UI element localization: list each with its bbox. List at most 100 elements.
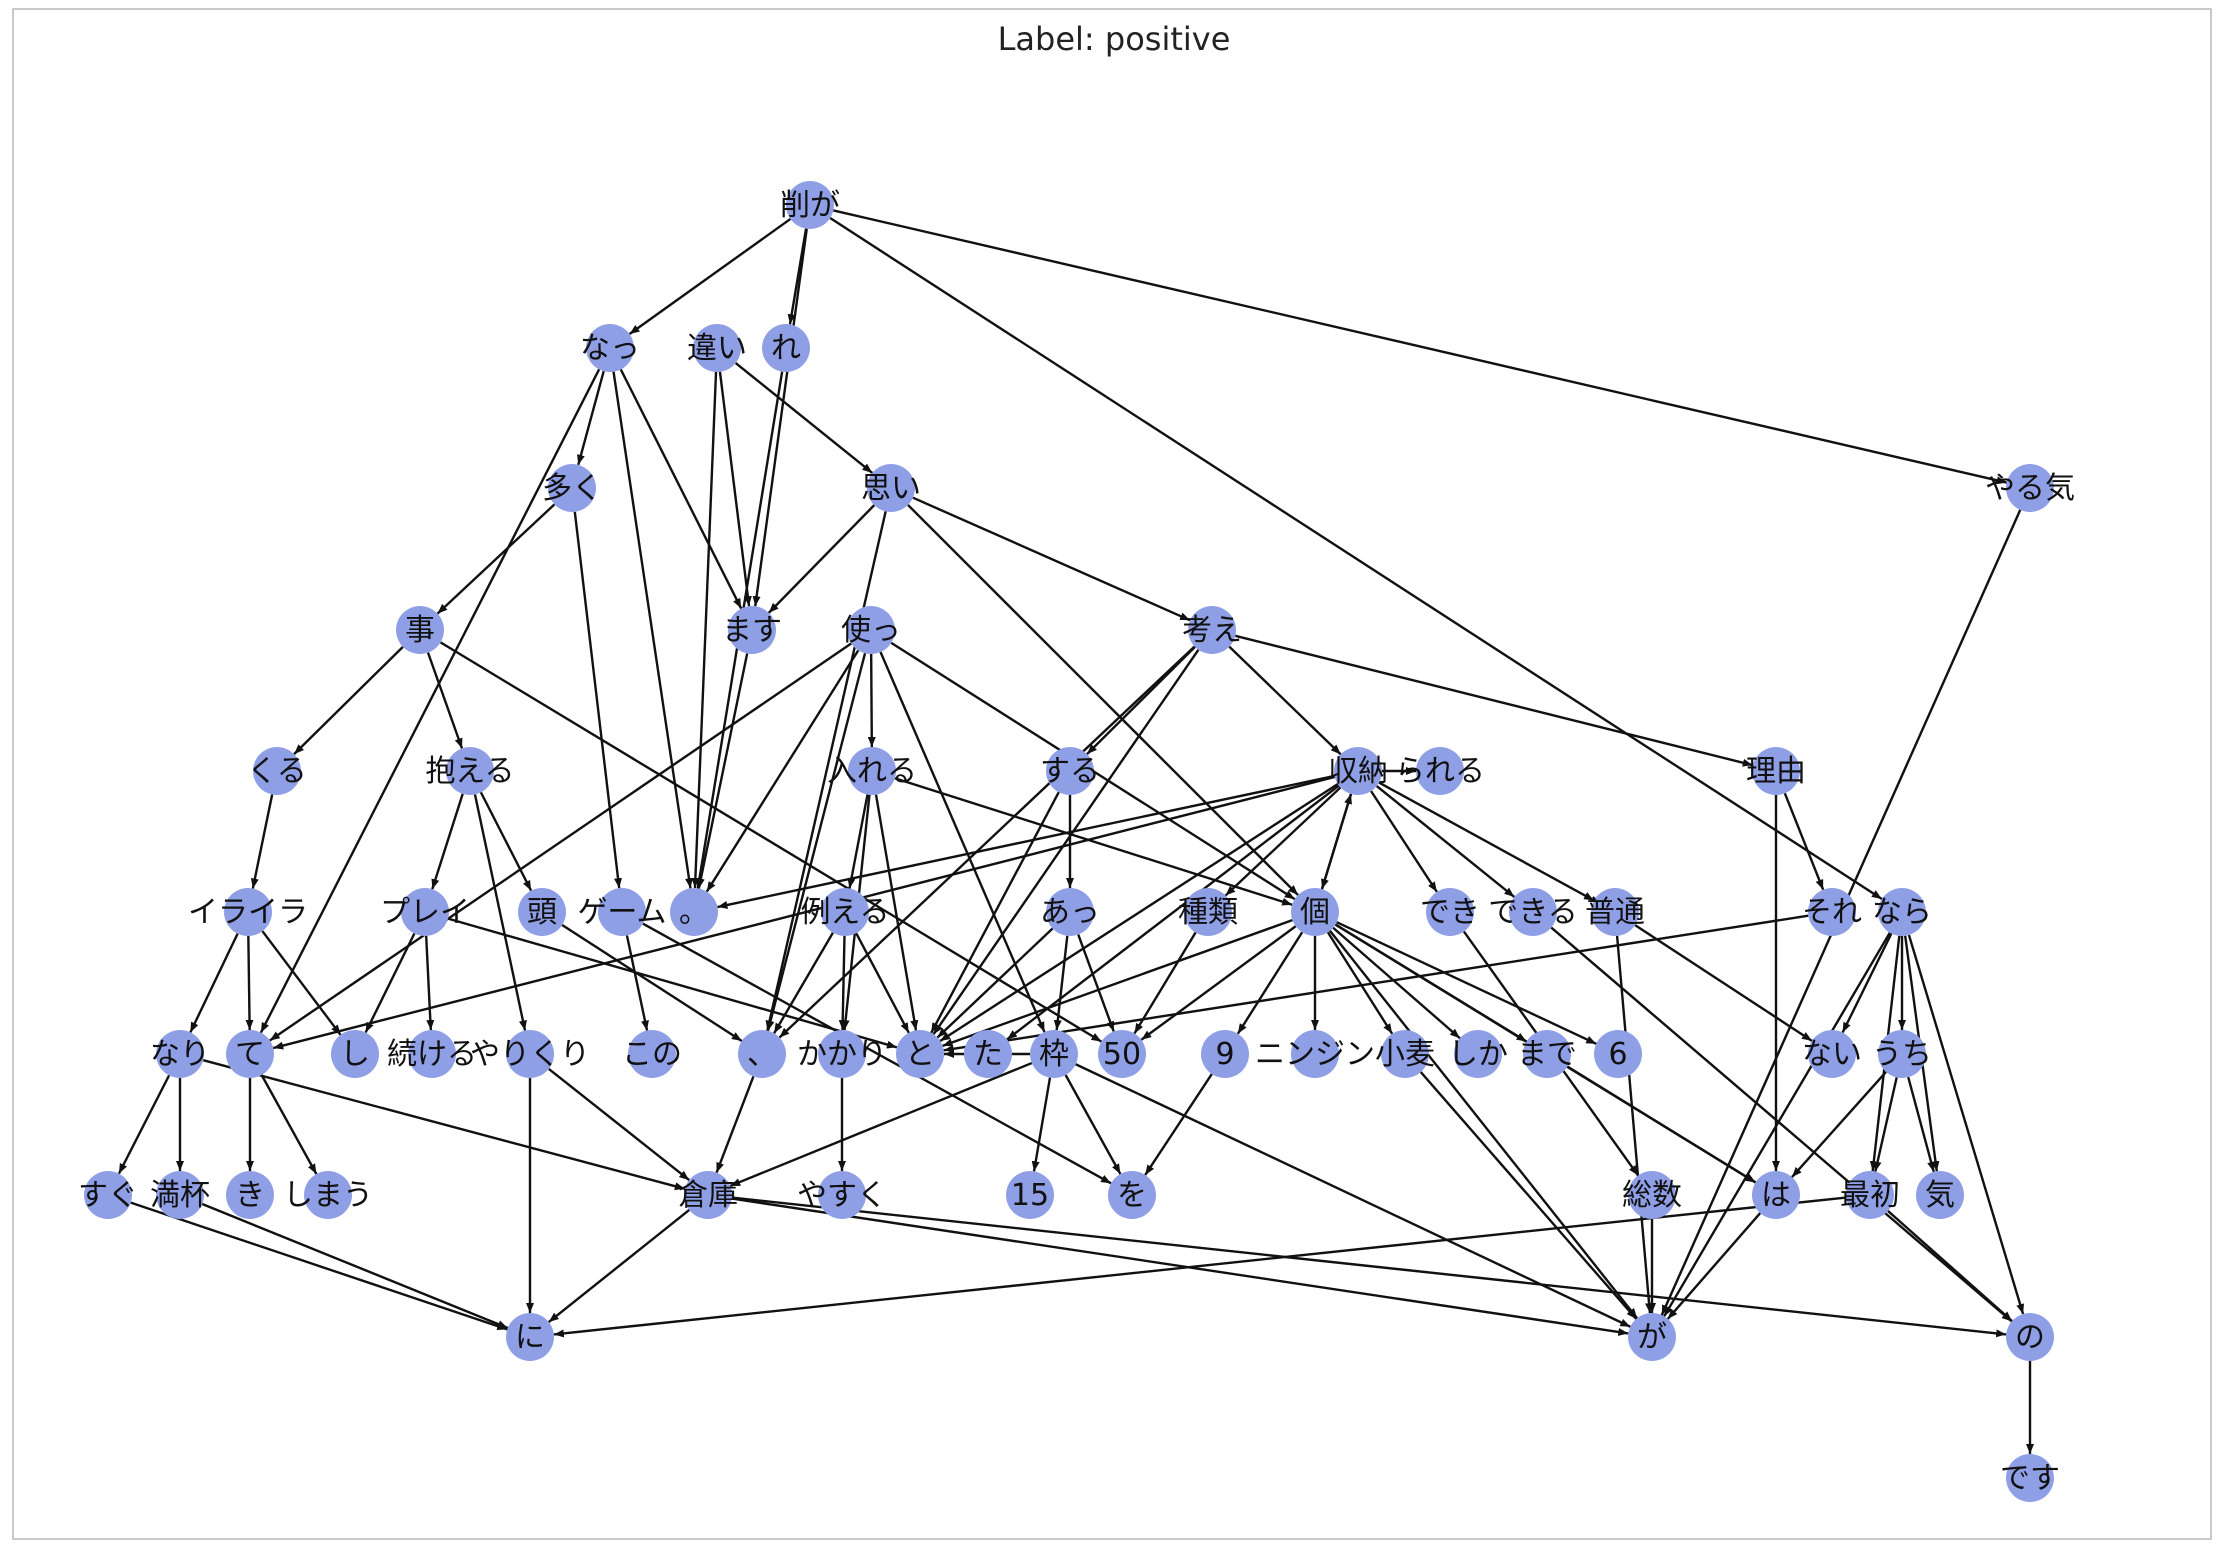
node-label-sugu: すぐ [78, 1178, 138, 1213]
node-label-shuno: 収納 [1328, 754, 1388, 789]
node-deki [1426, 888, 1474, 936]
edge-koto-to-kakaeru [426, 652, 464, 749]
node-label-kono: この [622, 1037, 682, 1072]
edge-iraira-to-shi [261, 930, 342, 1036]
edge-ko-to-9 [1236, 931, 1304, 1035]
node-sore [1808, 888, 1856, 936]
edge-riyu-to-sore [1783, 792, 1825, 891]
edge-shuno-to-deki [1370, 790, 1438, 893]
node-label-komugi: 小麦 [1375, 1037, 1435, 1072]
node-te [226, 1030, 274, 1078]
edge-masu-to-maru [696, 653, 749, 889]
node-shi [331, 1030, 379, 1078]
edge-kangae-to-riyu [1234, 634, 1754, 767]
node-label-atama: 頭 [527, 895, 557, 930]
edge-omoi-to-kangae [912, 496, 1191, 622]
node-label-manpai: 満杯 [150, 1178, 210, 1213]
node-label-shurui: 種類 [1178, 895, 1238, 930]
node-nai [1808, 1030, 1856, 1078]
node-kezu [786, 181, 834, 229]
edge-tsukatt-to-te [269, 642, 852, 1042]
edge-kezu-to-natt [628, 217, 792, 336]
node-kuru [253, 747, 301, 795]
edge-shurui-to-50 [1133, 931, 1197, 1035]
edge-yarikuri-to-soko [548, 1067, 690, 1182]
node-label-sore: それ [1802, 895, 1862, 930]
node-label-ireru: 入れる [827, 754, 917, 789]
edge-kuru-to-iraira [250, 794, 274, 889]
node-label-kakari: かかり [797, 1037, 887, 1072]
edge-att-to-50 [1077, 934, 1115, 1032]
node-ireru [848, 747, 896, 795]
node-label-dekiru: できる [1488, 895, 1577, 930]
edge-kakaeru-to-yarikuri [473, 794, 527, 1031]
edge-komugi-to-ga [1419, 1071, 1638, 1320]
edge-kakaeru-to-atama [479, 791, 533, 892]
edge-shuno-to-dekiru [1375, 785, 1516, 898]
node-label-natt: なっ [580, 331, 640, 366]
node-15 [1006, 1171, 1054, 1219]
edge-manpai-to-ni [201, 1202, 509, 1330]
node-iraira [224, 888, 272, 936]
node-label-15: 15 [1011, 1178, 1049, 1213]
edge-atama-to-ten [561, 924, 743, 1042]
node-label-game: ゲーム [577, 895, 666, 930]
node-label-wo: を [1117, 1178, 1147, 1213]
node-label-6: 6 [1608, 1037, 1627, 1072]
edge-waku-to-15 [1031, 1077, 1052, 1172]
edge-kezu-to-re [787, 228, 808, 325]
node-label-to: と [905, 1037, 935, 1072]
node-label-waku: 枠 [1039, 1037, 1069, 1072]
node-label-shi: し [340, 1037, 370, 1072]
edge-uchi-to-saisho [1873, 1077, 1898, 1172]
edge-layer [117, 209, 2034, 1454]
edge-saisho-to-ni [553, 1196, 1847, 1338]
edge-tsukatt-to-waku [879, 651, 1046, 1033]
node-label-kakaeru: 抱える [425, 754, 514, 789]
edge-ko-to-to [942, 918, 1293, 1048]
edge-chigai-to-omoi [734, 362, 874, 474]
node-label-nai: ない [1802, 1037, 1862, 1072]
edge-uchi-to-kimochi [1907, 1076, 1936, 1173]
edge-kakaeru-to-play [431, 793, 464, 890]
node-label-chigai: 違い [687, 331, 747, 366]
edge-tatoeru-to-ten [773, 932, 834, 1034]
node-to [896, 1030, 944, 1078]
edge-omoi-to-masu [767, 504, 876, 614]
node-label-made: まで [1517, 1037, 1577, 1072]
node-label-masu: ます [722, 613, 782, 648]
node-label-shika: しか [1448, 1037, 1508, 1072]
node-att [1046, 888, 1094, 936]
node-ninjin [1291, 1030, 1339, 1078]
edge-tatoeru-to-to [855, 932, 910, 1034]
edge-ko-to-50 [1140, 925, 1297, 1041]
node-label-play: プレイ [380, 895, 470, 930]
node-koto [396, 606, 444, 654]
node-label-ni: に [515, 1320, 545, 1355]
node-shurui [1184, 888, 1232, 936]
edge-ireru-to-to [874, 794, 919, 1031]
edge-ireru-to-ko [894, 777, 1293, 906]
node-kangae [1188, 606, 1236, 654]
node-label-kuru: くる [247, 754, 306, 789]
edge-soko-to-no [731, 1196, 2007, 1338]
node-label-ta: た [973, 1037, 1003, 1072]
node-label-rareru: られる [1395, 754, 1485, 789]
node-desu [2006, 1454, 2054, 1502]
node-label-50: 50 [1103, 1037, 1141, 1072]
node-label-saisho: 最初 [1840, 1178, 1900, 1213]
edge-att-to-waku [1053, 935, 1069, 1031]
edge-tsukatt-to-ireru [867, 653, 876, 748]
node-yaruki [2006, 464, 2054, 512]
edge-ooku-to-koto [436, 503, 556, 615]
node-ga [1628, 1313, 1676, 1361]
edge-ooku-to-game [573, 511, 622, 889]
node-futsu [1591, 888, 1639, 936]
node-label-re: れ [771, 331, 801, 366]
edge-kangae-to-ten [778, 645, 1196, 1039]
node-shimau [304, 1171, 352, 1219]
node-label-soko: 倉庫 [678, 1178, 738, 1213]
edge-kezu-to-yaruki [833, 209, 2007, 485]
node-ko [1291, 888, 1339, 936]
node-riyu [1752, 747, 1800, 795]
